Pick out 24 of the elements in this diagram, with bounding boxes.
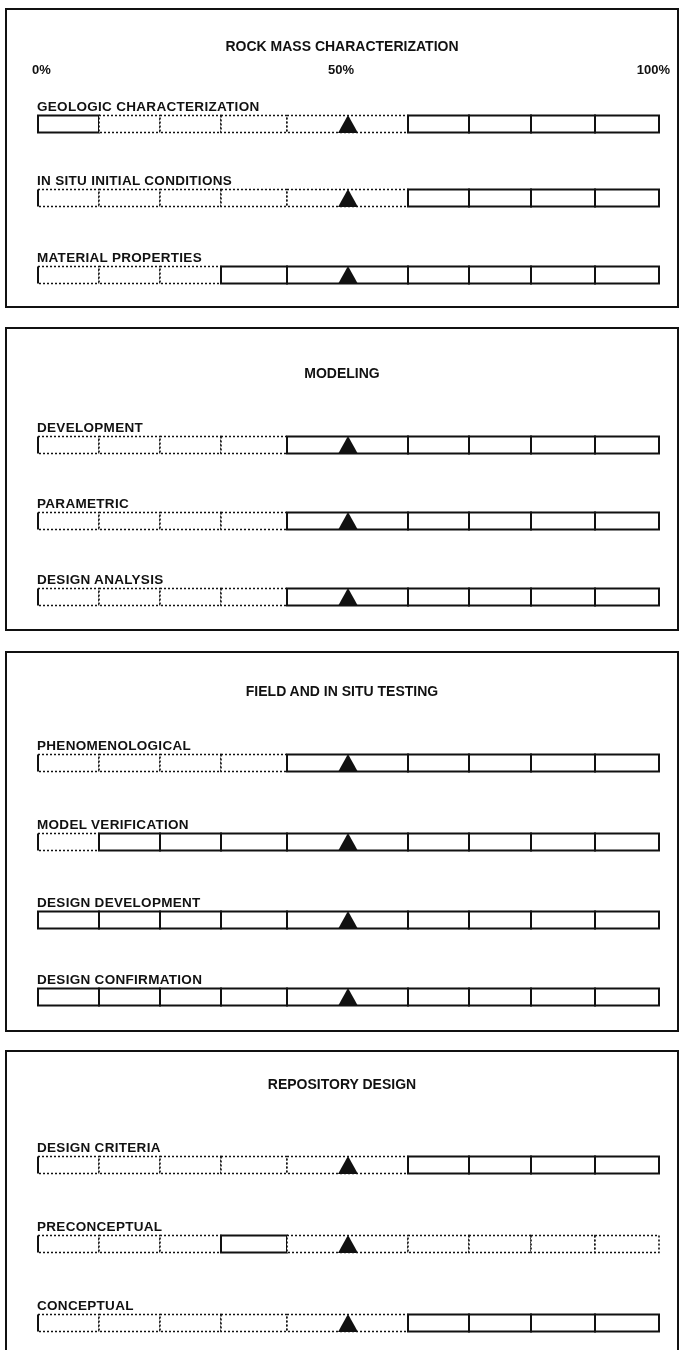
bar-label: GEOLOGIC CHARACTERIZATION [37,99,260,114]
bar-label: DEVELOPMENT [37,420,144,435]
bar-label: DESIGN CONFIRMATION [37,972,203,987]
panel [5,8,679,308]
panel-title: ROCK MASS CHARACTERIZATION [224,38,460,54]
bar-label: DESIGN CRITERIA [37,1140,161,1155]
bar-label: PARAMETRIC [37,496,129,511]
bar-label: DESIGN DEVELOPMENT [37,895,201,910]
panel-title: MODELING [303,365,381,381]
bar-label: MATERIAL PROPERTIES [37,250,202,265]
bar-label: CONCEPTUAL [37,1298,134,1313]
bar-label: PHENOMENOLOGICAL [37,738,192,753]
percent-label: 50% [328,62,354,77]
panel [5,327,679,631]
bar-label: IN SITU INITIAL CONDITIONS [37,173,233,188]
bar-label: MODEL VERIFICATION [37,817,189,832]
panel [5,651,679,1032]
bar-label: PRECONCEPTUAL [37,1219,163,1234]
panel-title: REPOSITORY DESIGN [266,1076,418,1092]
percent-label: 100% [636,62,670,77]
panel [5,1050,679,1350]
bar-label: DESIGN ANALYSIS [37,572,164,587]
panel-title: FIELD AND IN SITU TESTING [244,683,440,699]
percent-label: 0% [32,62,51,77]
